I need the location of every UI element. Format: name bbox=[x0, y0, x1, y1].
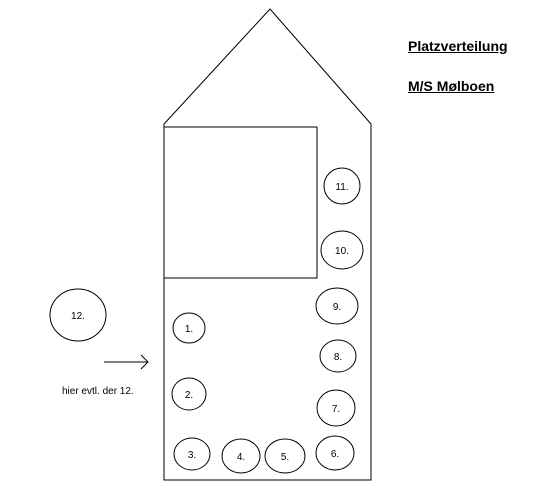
seat-label: 11. bbox=[335, 182, 348, 193]
note-text: hier evtl. der 12. bbox=[62, 386, 134, 397]
arrow-right-icon bbox=[104, 354, 149, 370]
seat-circle bbox=[172, 312, 206, 344]
seat-circle bbox=[173, 437, 211, 471]
cabin-block bbox=[163, 126, 318, 279]
seat-label: 7. bbox=[332, 404, 340, 415]
seat-2: 2. bbox=[171, 377, 207, 411]
seat-circle bbox=[316, 389, 356, 427]
seat-label: 9. bbox=[333, 302, 341, 313]
seat-circle bbox=[323, 167, 361, 205]
seat-label: 3. bbox=[188, 450, 196, 461]
seat-6: 6. bbox=[315, 435, 355, 471]
boat-hull-outline bbox=[163, 8, 372, 481]
ship-name: M/S Mølboen bbox=[408, 78, 495, 94]
seat-4: 4. bbox=[221, 438, 261, 474]
seat-1: 1. bbox=[172, 312, 206, 344]
seat-label: 12. bbox=[71, 311, 85, 322]
seat-circle bbox=[49, 288, 107, 342]
seat-label: 4. bbox=[237, 452, 245, 463]
seat-circle bbox=[221, 438, 261, 474]
seat-5: 5. bbox=[264, 438, 306, 474]
seat-circle bbox=[315, 287, 359, 325]
seats-layer: 1. 2. 3. 4. 5. 6. 7. 8. 9. 10. 11. 12. bbox=[49, 167, 364, 474]
seat-9: 9. bbox=[315, 287, 359, 325]
seat-circle bbox=[319, 339, 357, 373]
seat-label: 8. bbox=[334, 352, 342, 363]
seat-circle bbox=[320, 230, 364, 270]
seat-12: 12. bbox=[49, 288, 107, 342]
seat-circle bbox=[171, 377, 207, 411]
seat-label: 6. bbox=[331, 449, 339, 460]
seat-label: 5. bbox=[281, 452, 289, 463]
seat-label: 1. bbox=[185, 324, 193, 335]
page-title: Platzverteilung bbox=[408, 38, 508, 54]
seat-3: 3. bbox=[173, 437, 211, 471]
seat-circle bbox=[315, 435, 355, 471]
seat-7: 7. bbox=[316, 389, 356, 427]
seat-11: 11. bbox=[323, 167, 361, 205]
seat-label: 2. bbox=[185, 390, 193, 401]
seat-8: 8. bbox=[319, 339, 357, 373]
seat-10: 10. bbox=[320, 230, 364, 270]
seat-circle bbox=[264, 438, 306, 474]
seat-label: 10. bbox=[335, 246, 349, 257]
